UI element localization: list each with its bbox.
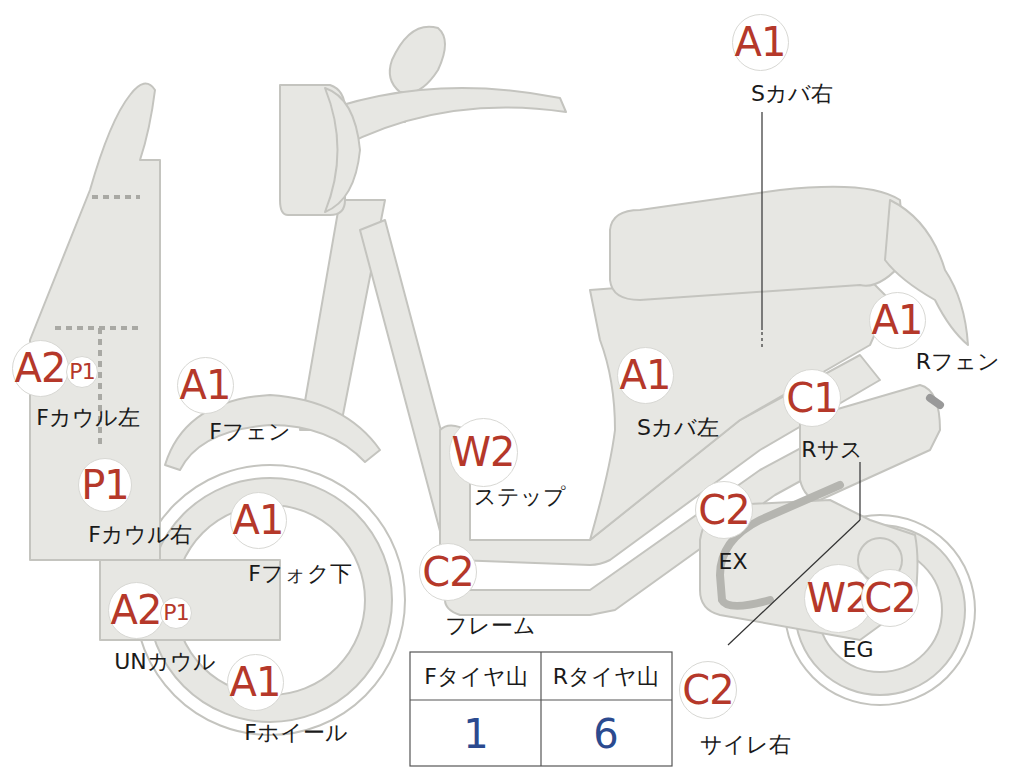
- damage-code: P1: [163, 602, 188, 624]
- part-name: Rフェン: [916, 350, 1000, 374]
- part-name: EG: [843, 638, 874, 662]
- part-name: Fフェン: [209, 420, 291, 444]
- callout-circle: A1: [177, 357, 234, 414]
- callout-circle: C2: [861, 569, 919, 627]
- part-name: Rサス: [801, 438, 862, 462]
- callout-circle: C1: [783, 369, 841, 427]
- part-name: ステップ: [474, 485, 566, 509]
- damage-code: A2: [15, 348, 66, 388]
- part-name: サイレ右: [700, 733, 791, 757]
- callout-circle: C2: [419, 543, 477, 601]
- damage-code: A1: [620, 355, 671, 395]
- part-name: Sカバ右: [751, 82, 833, 106]
- damage-code: A1: [230, 662, 281, 702]
- part-name: Sカバ左: [637, 416, 719, 440]
- table-cell: Rタイヤ山: [553, 665, 659, 689]
- callout-circle: A1: [732, 14, 789, 71]
- callout-circle: A1: [617, 347, 674, 404]
- damage-code: A1: [872, 300, 923, 340]
- callout-circle: A1: [227, 654, 284, 711]
- part-name: UNカウル: [114, 650, 216, 674]
- callout-circle: P1: [160, 597, 192, 629]
- callout-circle: W2: [449, 418, 518, 487]
- part-name: フレーム: [445, 614, 536, 638]
- part-name: Fフォク下: [248, 562, 352, 586]
- part-name: Fカウル左: [36, 406, 140, 430]
- damage-code: A1: [233, 500, 284, 540]
- callout-circle: A2: [108, 582, 165, 639]
- callout-circle: C2: [695, 481, 753, 539]
- damage-code: C2: [422, 552, 473, 592]
- damage-code: C1: [786, 378, 837, 418]
- table-cell: 1: [463, 712, 488, 756]
- table-cell: Fタイヤ山: [424, 665, 528, 689]
- part-name: EX: [719, 550, 748, 574]
- callout-circle: A1: [869, 292, 926, 349]
- damage-code: P1: [81, 465, 129, 505]
- callout-circle: A1: [230, 492, 287, 549]
- damage-code: W2: [452, 432, 515, 472]
- part-name: Fカウル右: [88, 523, 192, 547]
- damage-code: A2: [111, 590, 162, 630]
- callout-circle: P1: [78, 458, 132, 512]
- damage-code: A1: [735, 22, 786, 62]
- callout-circle: A2: [12, 340, 69, 397]
- damage-code: C2: [864, 578, 915, 618]
- callout-circle: P1: [66, 356, 98, 388]
- damage-code: C2: [698, 490, 749, 530]
- damage-code: A1: [180, 365, 231, 405]
- damage-code: C2: [682, 670, 733, 710]
- damage-code: P1: [69, 361, 94, 383]
- table-cell: 6: [593, 712, 618, 756]
- part-name: Fホイール: [244, 721, 348, 745]
- callout-circle: C2: [679, 661, 737, 719]
